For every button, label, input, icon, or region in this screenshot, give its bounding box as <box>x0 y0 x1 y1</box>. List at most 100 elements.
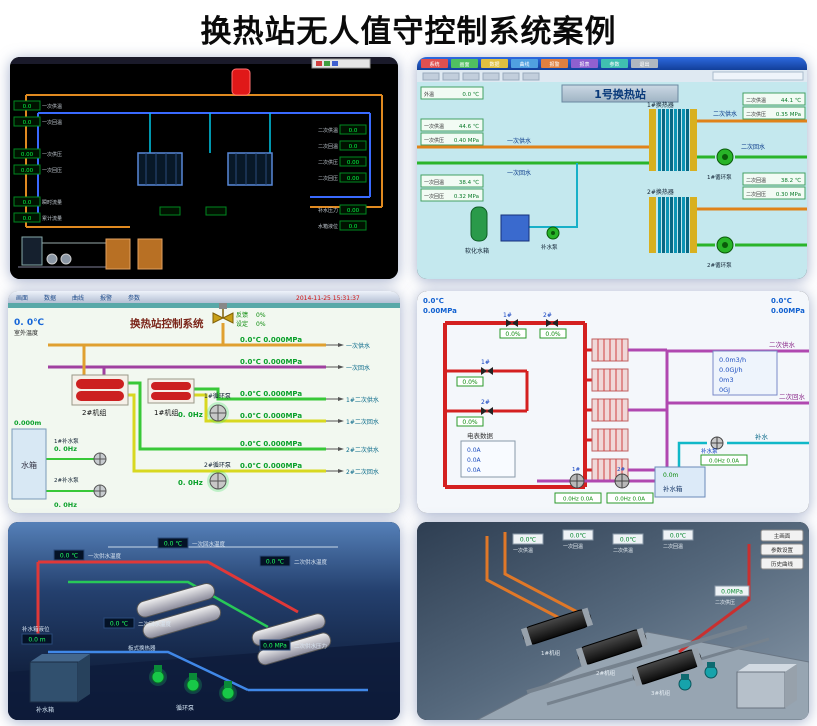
meter-value: 0.0A <box>467 457 482 464</box>
pipe-label: 二次回水 <box>741 143 765 151</box>
menu-button[interactable]: 参数 <box>609 61 619 68</box>
tank-label: 补水箱 <box>663 484 683 493</box>
row-label: 一次供水 <box>346 342 370 350</box>
valve-feedback-label: 反馈 <box>236 311 248 319</box>
makeup-pump-icon <box>546 226 560 240</box>
pump-icon <box>149 665 167 686</box>
pipe-label: 一次供水 <box>507 137 531 145</box>
pump-readout: 0.0Hz 0.0A <box>709 459 739 465</box>
heat-exchanger <box>137 152 273 186</box>
water-treatment-equipment <box>18 236 130 268</box>
pump-icon <box>569 473 585 489</box>
value: 0.00 <box>21 152 34 158</box>
label: 一次回压 <box>424 193 444 200</box>
value: 0.0 ℃ <box>462 91 479 98</box>
readout-value: 0.0℃ <box>620 537 637 544</box>
menu-button[interactable]: 报警 <box>549 61 559 68</box>
label: 二次回温 <box>746 177 766 184</box>
pipe-label: 二次供水 <box>713 110 737 118</box>
page-title: 换热站无人值守控制系统案例 <box>200 14 617 50</box>
value: 0.0 <box>23 104 32 110</box>
menu-item[interactable]: 画面 <box>16 295 28 302</box>
unit1-label: 1#机组 <box>154 408 178 417</box>
storage-tank <box>736 664 797 709</box>
heat-meter-box: 0.0m3/h 0.0GJ/h 0m3 0GJ <box>712 350 778 396</box>
readout-value: 0.0℃ <box>670 533 687 540</box>
pump-icon <box>184 673 202 694</box>
label: 二次回压 <box>746 191 766 198</box>
readout-label: 一次回温 <box>563 543 583 550</box>
water-tank <box>11 428 47 500</box>
value: 38.4 ℃ <box>459 179 479 186</box>
value-label: 瞬时流量 <box>42 199 62 206</box>
makeup-pump-label: 补水泵 <box>541 243 558 251</box>
value: 0.0 <box>23 200 32 206</box>
readout-value: 0.0 ℃ <box>266 559 284 566</box>
pump-readout: 0.0Hz 0.0A <box>615 497 645 503</box>
expansion-tank <box>231 68 251 96</box>
readout-value: 0.0 ℃ <box>110 621 128 628</box>
pump-icon <box>710 436 724 450</box>
readout-value: 0.0 m <box>28 637 45 644</box>
menu-item[interactable]: 曲线 <box>72 294 84 302</box>
row-value: 0.0℃ 0.000MPa <box>240 336 302 344</box>
panel-3d-gray: 1#机组 2#机组 3#机组 主画面 参数设置 历史曲线 0 <box>417 522 809 720</box>
secondary-toolbar-chips[interactable] <box>422 71 804 81</box>
nav-button[interactable]: 参数设置 <box>771 546 794 554</box>
readout-label: 二次回水温度 <box>138 620 172 628</box>
meter-title: 电表数据 <box>467 431 494 440</box>
menu-item[interactable]: 数据 <box>44 294 56 302</box>
makeup-tank: 0.0m 补水箱 <box>654 466 706 498</box>
value: 0.0 <box>23 120 32 126</box>
corner-temp: 0.0℃ <box>771 297 792 305</box>
menu-button[interactable]: 曲线 <box>519 61 529 68</box>
value-label: 二次供压 <box>318 159 338 166</box>
readout-label: 二次供水温度 <box>294 558 328 566</box>
window-controls[interactable] <box>311 58 371 69</box>
value: 0.0 <box>349 144 358 150</box>
unit-label: 3#机组 <box>651 689 671 697</box>
menu-button[interactable]: 报表 <box>579 61 589 68</box>
row-value: 0.0℃ 0.000MPa <box>240 412 302 420</box>
readout-label: 补水箱液位 <box>22 625 50 633</box>
pump-icon <box>678 674 692 691</box>
readout-value: 0.0℃ <box>570 533 587 540</box>
value: 0.0 <box>23 216 32 222</box>
control-valve-icon <box>212 303 234 324</box>
toolbar-buttons: 系统 画面 数据 曲线 报警 报表 参数 退出 <box>421 59 658 68</box>
value: 44.6 ℃ <box>459 123 479 130</box>
heat-meter-total-heat: 0GJ <box>719 386 730 394</box>
meter-box: 0.0A 0.0A 0.0A <box>460 440 516 478</box>
row-label: 1#二次回水 <box>346 418 379 426</box>
valve-opening: 0.0% <box>545 331 561 338</box>
panel-station-1: 系统 画面 数据 曲线 报警 报表 参数 退出 1号换热站 <box>417 57 807 279</box>
menu-item[interactable]: 参数 <box>128 294 140 302</box>
readout-label: 一次供水温度 <box>88 552 122 560</box>
row-label: 2#二次供水 <box>346 446 379 454</box>
menu-button[interactable]: 数据 <box>489 61 499 68</box>
heat-exchanger-vessels <box>251 613 332 666</box>
window-titlebar <box>10 57 398 64</box>
heat-exchange-unit-2 <box>71 374 129 406</box>
menu-button[interactable]: 退出 <box>639 61 649 68</box>
nav-button[interactable]: 历史曲线 <box>771 560 794 568</box>
nav-button[interactable]: 主画面 <box>774 532 791 540</box>
tank-label: 水箱 <box>21 460 37 470</box>
corner-pressure: 0.00MPa <box>423 307 457 315</box>
value: 0.0 <box>349 128 358 134</box>
panel-primary-network: 0.0℃ 0.00MPa 0.0℃ 0.00MPa 1# 0.0% 2# 0.0… <box>417 291 809 513</box>
heat-exchange-unit <box>630 647 704 687</box>
pipework <box>25 94 383 244</box>
readout-value: 0.0MPa <box>721 589 743 596</box>
label: 二次供压 <box>746 111 766 118</box>
value-label: 补水压力 <box>318 207 338 214</box>
value: 0.35 MPa <box>776 112 801 118</box>
menu-button[interactable]: 系统 <box>429 61 439 68</box>
menu-item[interactable]: 报警 <box>100 294 112 302</box>
heat-exchanger-1 <box>649 109 697 171</box>
menu-button[interactable]: 画面 <box>459 62 469 68</box>
outdoor-temp-label: 室外温度 <box>14 329 38 337</box>
